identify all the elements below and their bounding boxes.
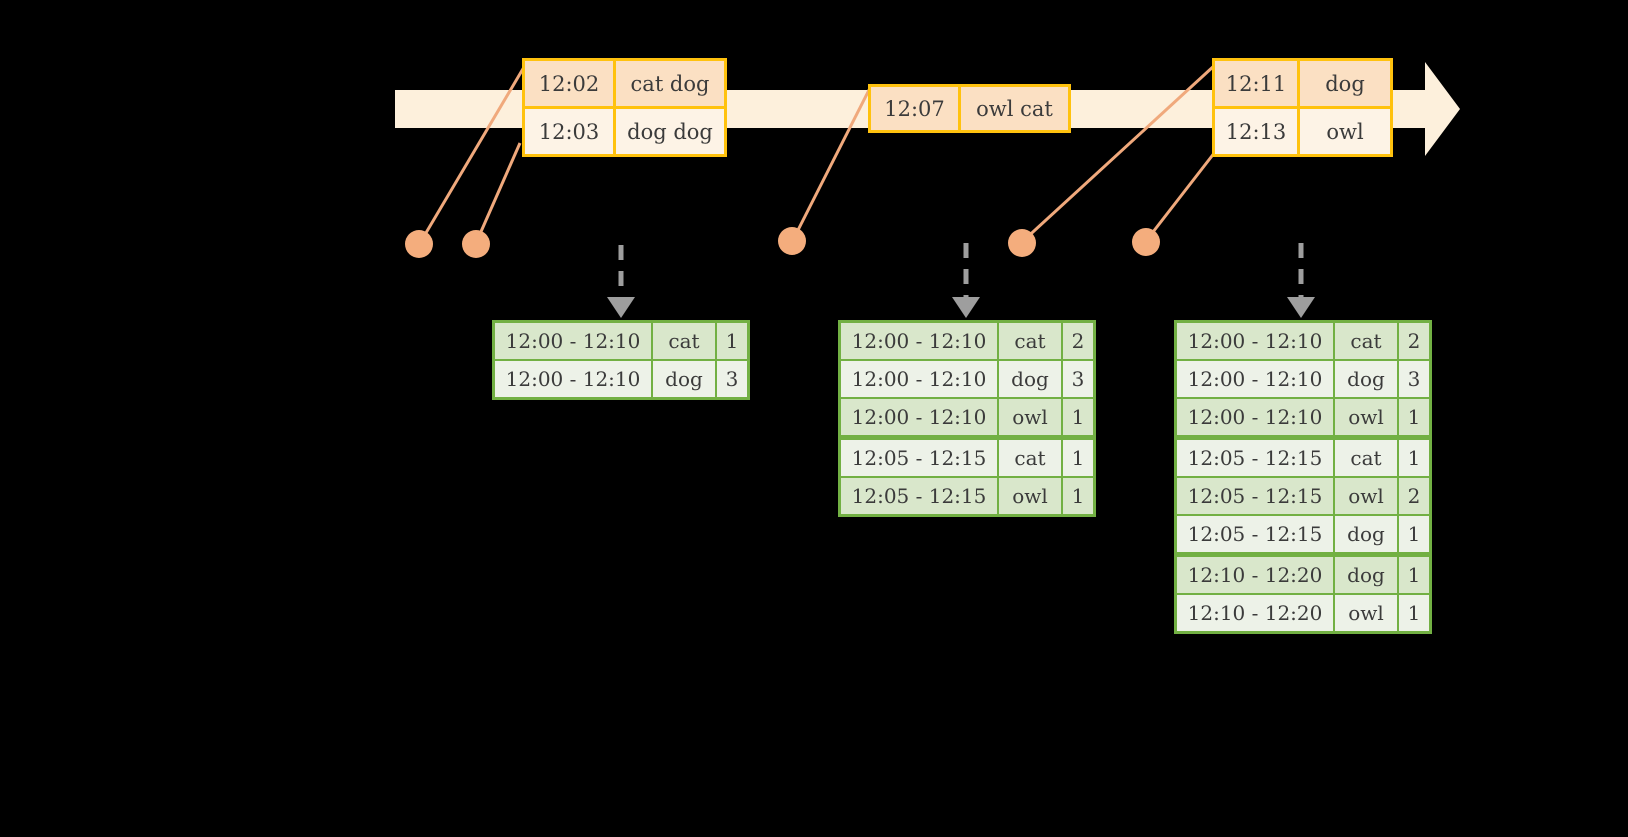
dashed-arrow-3 <box>1287 243 1315 318</box>
word-cell: dog <box>1335 557 1397 593</box>
event-words: cat dog <box>613 61 724 106</box>
connector-line-1 <box>418 61 529 244</box>
word-cell: owl <box>999 478 1061 514</box>
count-cell: 2 <box>1399 323 1429 359</box>
event-words: dog <box>1297 61 1390 106</box>
count-cell: 3 <box>1063 361 1093 397</box>
count-cell: 1 <box>1399 595 1429 631</box>
dashed-arrows <box>607 243 1315 318</box>
count-cell: 2 <box>1063 323 1093 359</box>
count-cell: 1 <box>1399 516 1429 552</box>
table-row[interactable]: 12:10 - 12:20 dog 1 <box>1177 557 1429 593</box>
word-cell: cat <box>999 440 1061 476</box>
connector-line-5 <box>1144 142 1224 242</box>
event-row[interactable]: 12:07 owl cat <box>871 87 1068 130</box>
window-cell: 12:00 - 12:10 <box>495 361 651 397</box>
count-cell: 1 <box>1063 399 1093 435</box>
word-cell: owl <box>999 399 1061 435</box>
connector-line-2 <box>474 142 522 244</box>
window-cell: 12:00 - 12:10 <box>841 361 997 397</box>
word-cell: dog <box>653 361 715 397</box>
word-cell: dog <box>1335 516 1397 552</box>
event-group-2[interactable]: 12:07 owl cat <box>868 84 1071 133</box>
table-row[interactable]: 12:00 - 12:10 cat 2 <box>1177 323 1429 359</box>
event-dot-3 <box>778 227 806 255</box>
table-row[interactable]: 12:05 - 12:15 dog 1 <box>1177 516 1429 552</box>
event-words: dog dog <box>613 109 724 154</box>
event-row[interactable]: 12:02 cat dog <box>525 61 724 106</box>
event-row[interactable]: 12:03 dog dog <box>525 106 724 154</box>
window-cell: 12:00 - 12:10 <box>841 323 997 359</box>
event-dot-1 <box>405 230 433 258</box>
count-cell: 1 <box>1063 478 1093 514</box>
event-words: owl <box>1297 109 1390 154</box>
count-cell: 1 <box>1399 440 1429 476</box>
event-group-3[interactable]: 12:11 dog 12:13 owl <box>1212 58 1393 157</box>
table-row[interactable]: 12:05 - 12:15 cat 1 <box>1177 440 1429 476</box>
count-cell: 1 <box>1063 440 1093 476</box>
event-time: 12:02 <box>538 71 600 96</box>
count-cell: 1 <box>1399 399 1429 435</box>
window-cell: 12:10 - 12:20 <box>1177 557 1333 593</box>
table-row[interactable]: 12:00 - 12:10 dog 3 <box>841 361 1093 397</box>
window-cell: 12:05 - 12:15 <box>1177 478 1333 514</box>
count-cell: 3 <box>1399 361 1429 397</box>
window-cell: 12:05 - 12:15 <box>841 440 997 476</box>
word-cell: dog <box>1335 361 1397 397</box>
table-row[interactable]: 12:05 - 12:15 owl 1 <box>841 478 1093 514</box>
window-cell: 12:10 - 12:20 <box>1177 595 1333 631</box>
event-dot-5 <box>1132 228 1160 256</box>
table-row[interactable]: 12:00 - 12:10 dog 3 <box>1177 361 1429 397</box>
window-cell: 12:00 - 12:10 <box>495 323 651 359</box>
word-cell: owl <box>1335 595 1397 631</box>
count-cell: 1 <box>717 323 747 359</box>
event-words: owl cat <box>958 87 1068 130</box>
window-cell: 12:00 - 12:10 <box>841 399 997 435</box>
table-row[interactable]: 12:00 - 12:10 cat 1 <box>495 323 747 359</box>
dashed-arrow-1 <box>607 245 635 318</box>
table-row[interactable]: 12:00 - 12:10 owl 1 <box>841 399 1093 435</box>
word-cell: owl <box>1335 478 1397 514</box>
event-dots <box>405 227 1160 258</box>
count-cell: 2 <box>1399 478 1429 514</box>
result-table-3[interactable]: 12:00 - 12:10 cat 2 12:00 - 12:10 dog 3 … <box>1174 320 1432 634</box>
count-cell: 1 <box>1399 557 1429 593</box>
table-row[interactable]: 12:05 - 12:15 owl 2 <box>1177 478 1429 514</box>
window-cell: 12:00 - 12:10 <box>1177 399 1333 435</box>
window-cell: 12:00 - 12:10 <box>1177 361 1333 397</box>
word-cell: cat <box>1335 440 1397 476</box>
table-row[interactable]: 12:10 - 12:20 owl 1 <box>1177 595 1429 631</box>
connector-line-3 <box>791 87 872 241</box>
table-row[interactable]: 12:00 - 12:10 owl 1 <box>1177 399 1429 435</box>
table-row[interactable]: 12:05 - 12:15 cat 1 <box>841 440 1093 476</box>
window-cell: 12:05 - 12:15 <box>1177 516 1333 552</box>
dashed-arrow-2 <box>952 243 980 318</box>
event-time: 12:03 <box>538 119 600 144</box>
result-table-1[interactable]: 12:00 - 12:10 cat 1 12:00 - 12:10 dog 3 <box>492 320 750 400</box>
event-time: 12:07 <box>884 96 945 121</box>
word-cell: cat <box>1335 323 1397 359</box>
word-cell: cat <box>653 323 715 359</box>
event-row[interactable]: 12:11 dog <box>1215 61 1390 106</box>
result-table-2[interactable]: 12:00 - 12:10 cat 2 12:00 - 12:10 dog 3 … <box>838 320 1096 517</box>
window-cell: 12:05 - 12:15 <box>841 478 997 514</box>
event-group-1[interactable]: 12:02 cat dog 12:03 dog dog <box>522 58 727 157</box>
word-cell: dog <box>999 361 1061 397</box>
event-dot-2 <box>462 230 490 258</box>
window-cell: 12:00 - 12:10 <box>1177 323 1333 359</box>
event-dot-4 <box>1008 229 1036 257</box>
event-row[interactable]: 12:13 owl <box>1215 106 1390 154</box>
event-time: 12:11 <box>1225 71 1287 96</box>
count-cell: 3 <box>717 361 747 397</box>
table-row[interactable]: 12:00 - 12:10 dog 3 <box>495 361 747 397</box>
event-time: 12:13 <box>1225 119 1287 144</box>
window-cell: 12:05 - 12:15 <box>1177 440 1333 476</box>
table-row[interactable]: 12:00 - 12:10 cat 2 <box>841 323 1093 359</box>
word-cell: cat <box>999 323 1061 359</box>
word-cell: owl <box>1335 399 1397 435</box>
